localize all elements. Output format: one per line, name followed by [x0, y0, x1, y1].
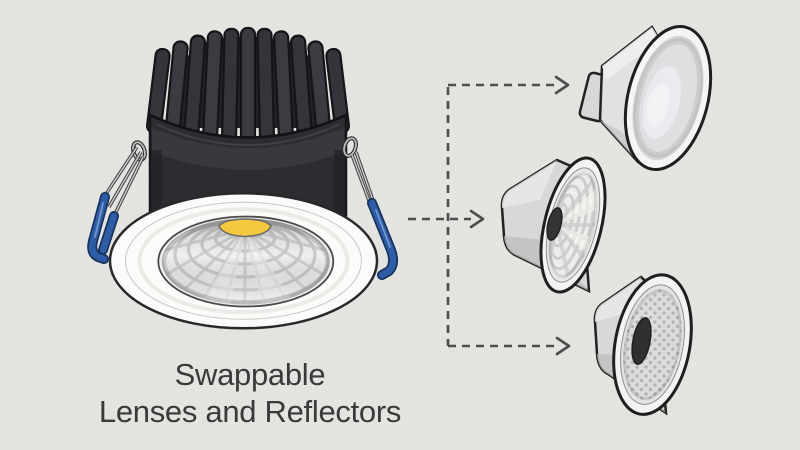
heatsink-fins [145, 26, 351, 164]
caption-line-2: Lenses and Reflectors [98, 394, 402, 429]
lens-smooth [578, 25, 713, 171]
caption-line-1: Swappable [174, 357, 326, 392]
spring-clip-left [87, 140, 147, 264]
reflector-face [612, 273, 693, 416]
reflector-throat-hole [631, 317, 652, 365]
lens-face [623, 25, 713, 171]
arrowhead-bottom [555, 336, 571, 356]
connector-arrows [408, 75, 571, 356]
spring-clip-right [342, 136, 399, 280]
arrowhead-middle [469, 209, 485, 229]
downlight-illustration [87, 26, 399, 330]
reflector-face [539, 156, 607, 294]
reflector-honeycomb [593, 273, 693, 416]
reflector-bowl [157, 215, 335, 308]
caption: Swappable Lenses and Reflectors [50, 356, 450, 430]
led-cob [218, 218, 272, 238]
spring-wires [102, 146, 145, 217]
arrowhead-top [554, 75, 570, 95]
reflector-throat-hole [546, 207, 563, 241]
reflector-faceted [500, 156, 607, 294]
